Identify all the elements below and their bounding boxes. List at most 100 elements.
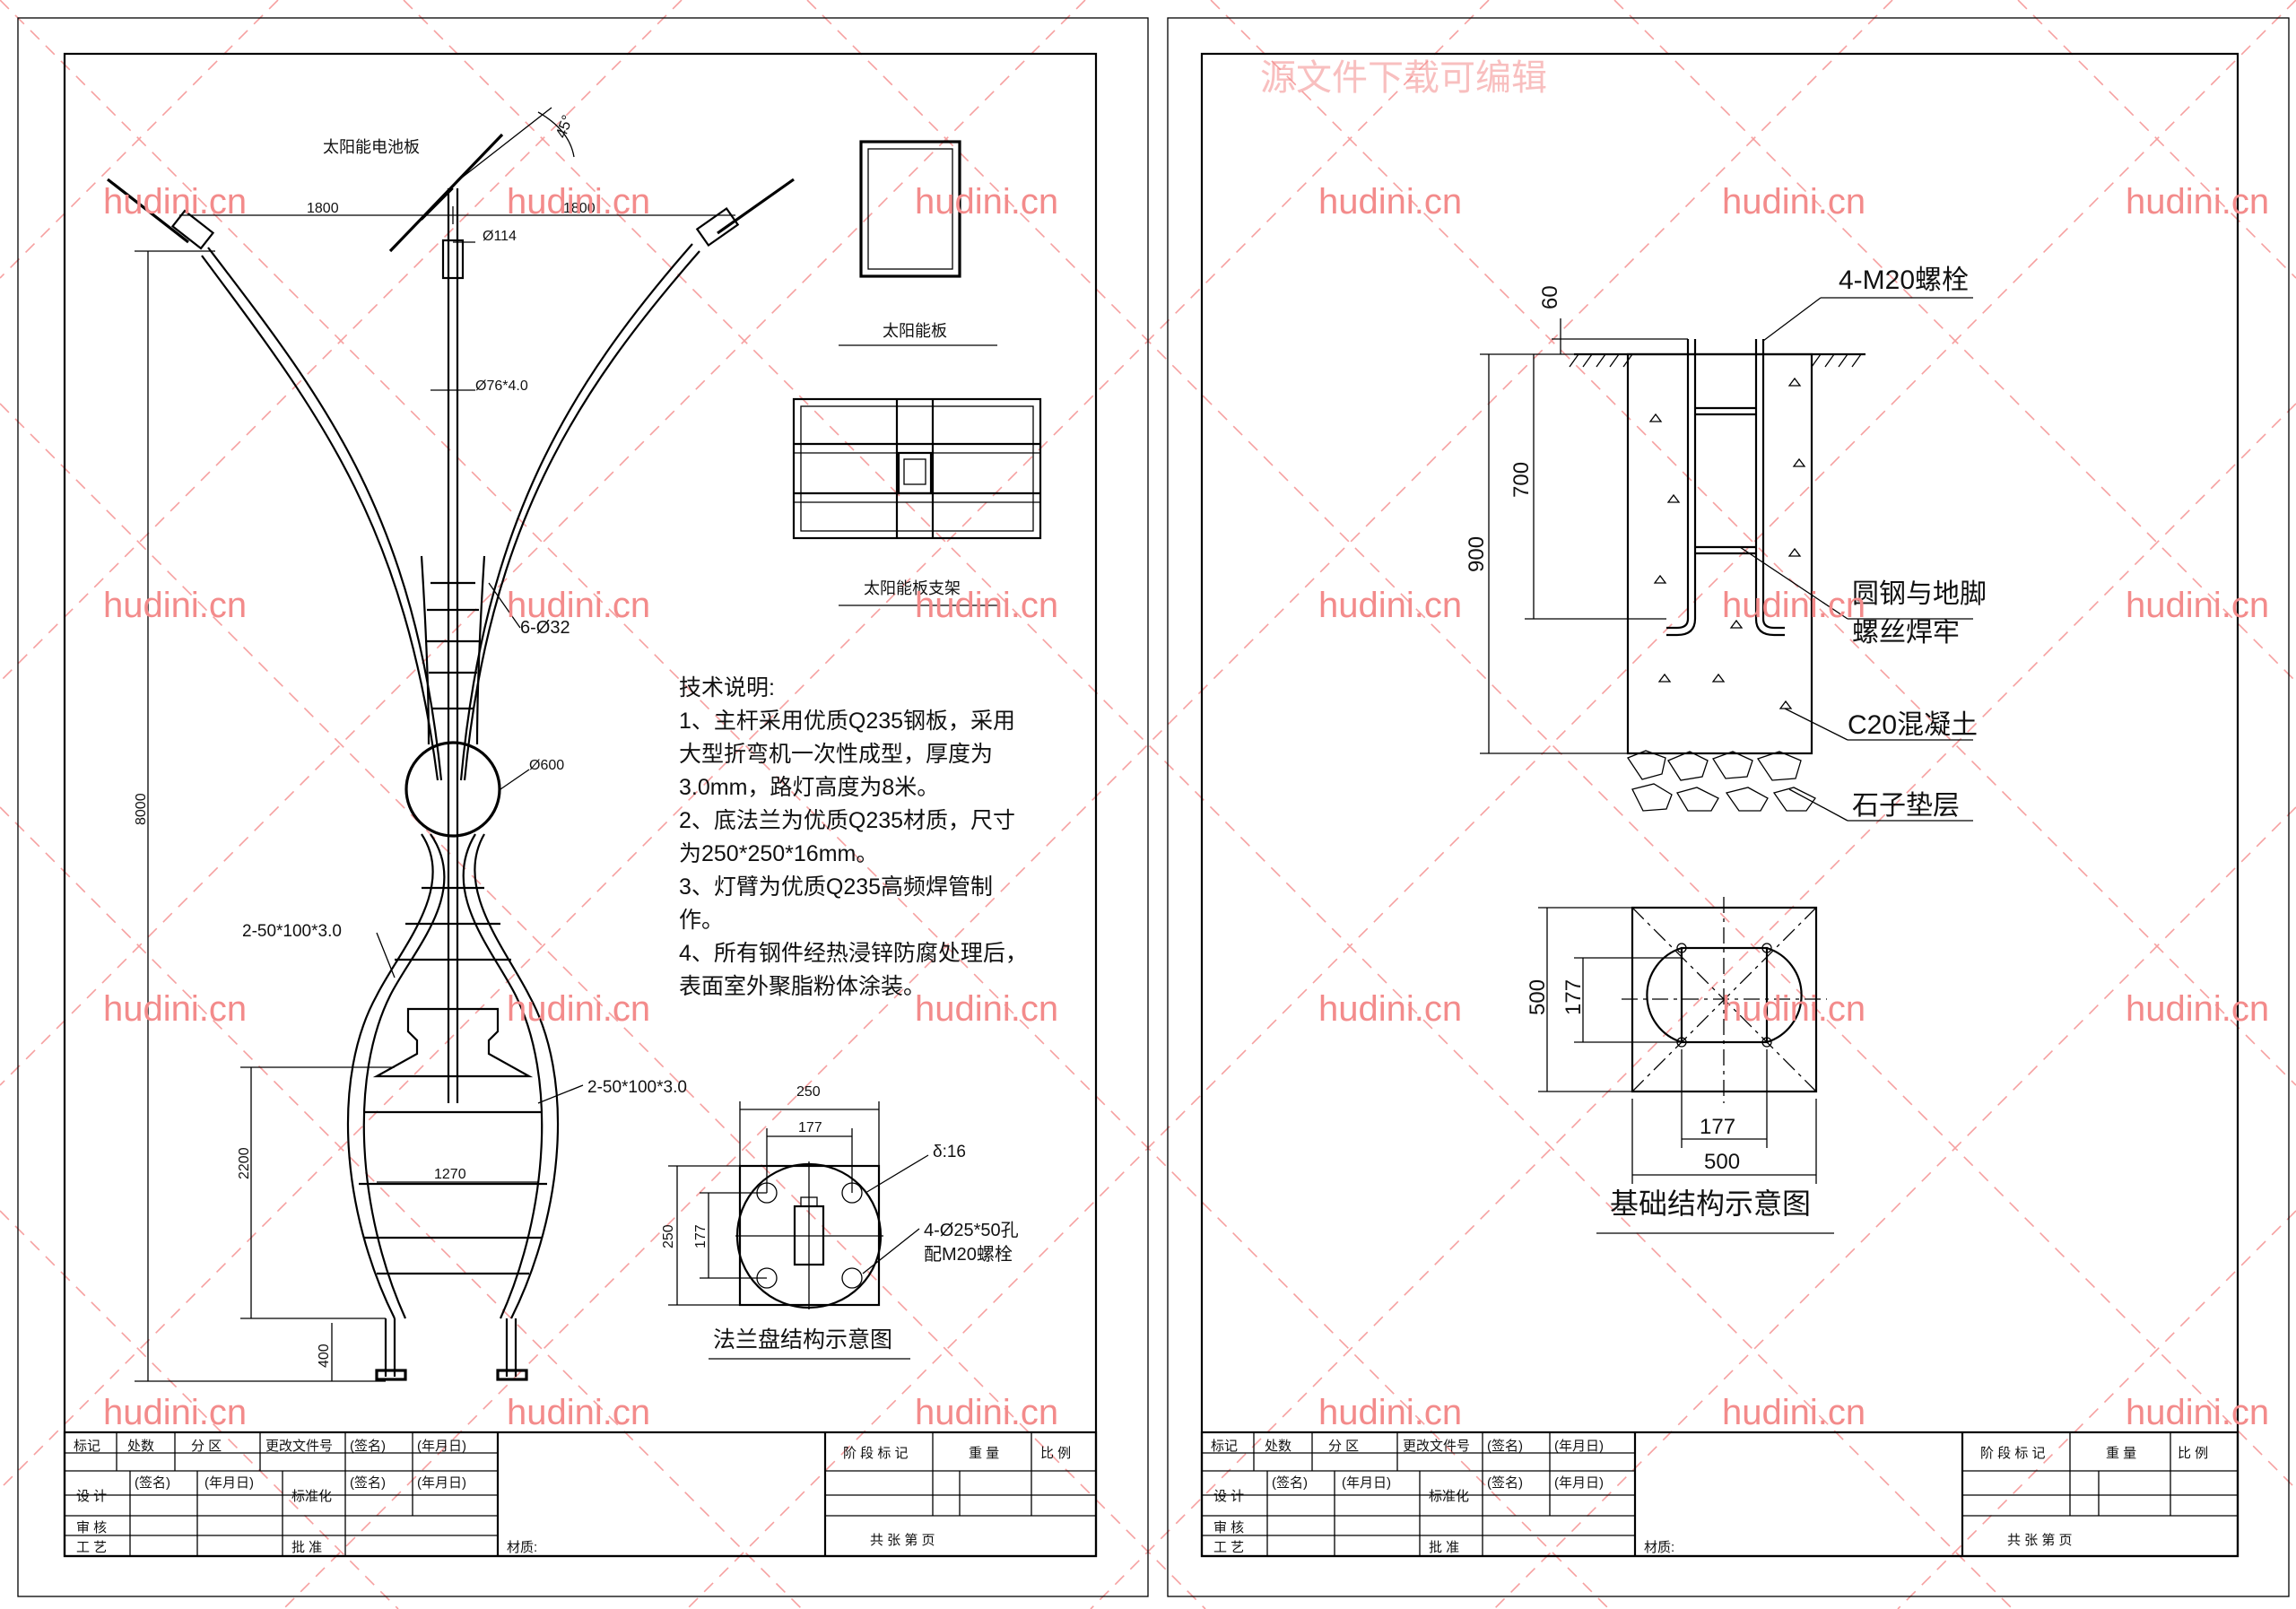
solar-panel-detail: 太阳能板 — [839, 140, 997, 346]
tb-date-2: (年月日) — [1554, 1475, 1604, 1491]
tb-stage: 阶 段 标 记 — [1980, 1446, 2046, 1461]
tb-approve: 批 准 — [1429, 1540, 1459, 1555]
elevation-dimensions — [135, 206, 735, 1382]
flange-bolts: 配M20螺栓 — [924, 1244, 1013, 1265]
rings-label: 6-Ø32 — [520, 618, 570, 638]
solar-panel-caption: 太阳能板 — [883, 322, 947, 340]
watermark-site: hudini.cn — [1722, 182, 1866, 222]
flange-caption: 法兰盘结构示意图 — [713, 1327, 892, 1352]
angle-label: 45° — [552, 113, 577, 141]
plan-w500: 500 — [1704, 1150, 1740, 1174]
watermark-site: hudini.cn — [103, 586, 247, 625]
dim-60: 60 — [1538, 285, 1562, 309]
weld-label-2: 螺丝焊牢 — [1852, 618, 1960, 648]
foundation-plan: 500 177 177 500 基础结构示意图 — [1526, 897, 1834, 1234]
tb-sign: (签名) — [135, 1475, 170, 1491]
watermark-site: hudini.cn — [1318, 586, 1462, 625]
tb-material: 材质: — [507, 1540, 537, 1555]
tube-b-label: 2-50*100*3.0 — [587, 1078, 687, 1097]
foundation-section: 4-M20螺栓 60 700 900 圆钢与地脚 螺丝焊牢 C20混凝土 石子垫… — [1465, 265, 1987, 822]
tb-sign-2: (签名) — [350, 1475, 386, 1491]
height-8000-label: 8000 — [134, 793, 149, 825]
gravel-label: 石子垫层 — [1852, 791, 1960, 821]
tb-col: (年月日) — [417, 1439, 466, 1454]
tb-sheets: 共 张 第 页 — [870, 1532, 935, 1548]
tech-note-line: 3.0mm，路灯高度为8米。 — [679, 775, 939, 800]
tb-col: 分 区 — [1328, 1439, 1359, 1454]
watermark-text: 源文件下载可编辑 hudini.cn hudini.cn hudini.cn h… — [103, 58, 2269, 1432]
span-left-label: 1800 — [307, 201, 339, 216]
bolt-label: 4-M20螺栓 — [1839, 265, 1969, 295]
tb-col: 标记 — [74, 1439, 100, 1454]
tb-col: 更改文件号 — [1403, 1439, 1470, 1454]
watermark-site: hudini.cn — [1722, 1393, 1866, 1432]
flange-h250: 250 — [661, 1224, 676, 1248]
flange-h177: 177 — [693, 1224, 709, 1248]
diameter-76-label: Ø76*4.0 — [475, 378, 528, 394]
base-400-label: 400 — [317, 1344, 332, 1368]
solar-bracket-detail: 太阳能板支架 — [792, 397, 1042, 606]
title-block-left: 标记 处数 分 区 更改文件号 (签名) (年月日) 设 计 (签名) (年月日… — [63, 1431, 1098, 1558]
watermark-site: hudini.cn — [915, 989, 1058, 1029]
tb-col: (签名) — [350, 1439, 386, 1454]
watermark-site: hudini.cn — [915, 586, 1058, 625]
flange-w177: 177 — [798, 1120, 822, 1135]
watermark-site: hudini.cn — [103, 989, 247, 1029]
concrete-label: C20混凝土 — [1848, 710, 1978, 740]
watermark-site: hudini.cn — [507, 182, 650, 222]
tb-weight: 重 量 — [2106, 1446, 2136, 1461]
tb-col: (签名) — [1487, 1439, 1523, 1454]
tb-process: 工 艺 — [1213, 1540, 1244, 1555]
tb-review: 审 核 — [1213, 1520, 1244, 1535]
span-right-label: 1800 — [563, 201, 596, 216]
street-light-elevation — [107, 107, 795, 1381]
flange-detail: 250 177 250 177 δ:16 4-Ø25*50孔 配M20螺栓 法兰… — [661, 1084, 1019, 1360]
tb-date: (年月日) — [1342, 1475, 1391, 1491]
watermark-site: hudini.cn — [1318, 1393, 1462, 1432]
flange-holes: 4-Ø25*50孔 — [924, 1220, 1019, 1240]
tb-design: 设 计 — [1213, 1489, 1244, 1504]
tech-note-line: 3、灯臂为优质Q235高频焊管制 — [679, 874, 993, 900]
dim-900: 900 — [1465, 536, 1489, 572]
tb-scale: 比 例 — [2178, 1446, 2208, 1461]
watermark-site: hudini.cn — [2126, 1393, 2269, 1432]
tube-a-label: 2-50*100*3.0 — [242, 922, 342, 941]
tb-design: 设 计 — [76, 1489, 107, 1504]
plan-h177: 177 — [1561, 979, 1586, 1015]
watermark-banner: 源文件下载可编辑 — [1260, 58, 1547, 98]
watermark-site: hudini.cn — [507, 1393, 650, 1432]
tech-note-line: 1、主杆采用优质Q235钢板，采用 — [679, 709, 1015, 734]
width-1270-label: 1270 — [434, 1167, 466, 1182]
tech-note-line: 作。 — [679, 908, 724, 933]
tb-col: 分 区 — [191, 1439, 222, 1454]
watermark-site: hudini.cn — [915, 182, 1058, 222]
tb-standard: 标准化 — [291, 1489, 332, 1504]
watermark-site: hudini.cn — [1318, 182, 1462, 222]
watermark-site: hudini.cn — [2126, 989, 2269, 1029]
tb-standard: 标准化 — [1429, 1489, 1469, 1504]
tb-col: 标记 — [1211, 1439, 1238, 1454]
plan-w177: 177 — [1700, 1115, 1735, 1139]
foundation-caption: 基础结构示意图 — [1610, 1187, 1811, 1220]
watermark-site: hudini.cn — [1318, 989, 1462, 1029]
watermark-site: hudini.cn — [103, 182, 247, 222]
sphere-label: Ø600 — [529, 758, 564, 773]
weld-label-1: 圆钢与地脚 — [1852, 579, 1987, 609]
plan-h500: 500 — [1526, 979, 1550, 1015]
tech-note-line: 大型折弯机一次性成型，厚度为 — [679, 742, 993, 767]
dim-700: 700 — [1509, 462, 1534, 498]
flange-w250: 250 — [796, 1084, 821, 1100]
tb-date: (年月日) — [204, 1475, 254, 1491]
tb-sign-2: (签名) — [1487, 1475, 1523, 1491]
tb-process: 工 艺 — [76, 1540, 107, 1555]
tb-weight: 重 量 — [969, 1446, 999, 1461]
tb-approve: 批 准 — [291, 1540, 322, 1555]
tech-note-line: 2、底法兰为优质Q235材质，尺寸 — [679, 808, 1015, 833]
title-block-right: 标记 处数 分 区 更改文件号 (签名) (年月日) 设 计 (签名) (年月日… — [1200, 1431, 2239, 1558]
elevation-labels: 太阳能电池板 45° 1800 1800 Ø114 Ø76*4.0 6-Ø32 … — [134, 113, 687, 1368]
tech-notes: 技术说明: 1、主杆采用优质Q235钢板，采用 大型折弯机一次性成型，厚度为 3… — [679, 675, 1028, 999]
tb-col: 处数 — [127, 1439, 154, 1454]
diameter-114-label: Ø114 — [483, 229, 517, 244]
